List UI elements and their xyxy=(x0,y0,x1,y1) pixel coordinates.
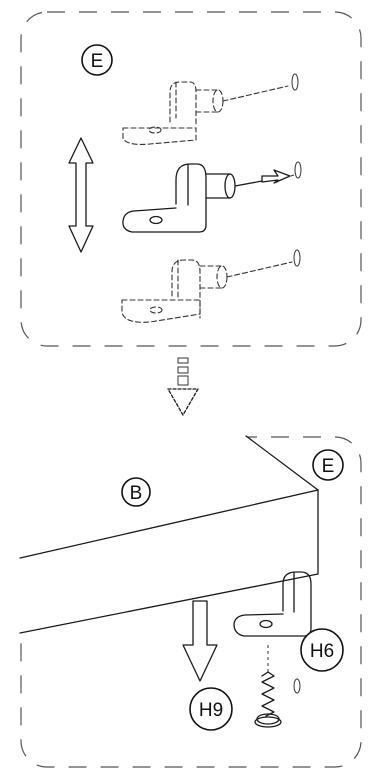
callout-label-b: B xyxy=(130,483,143,504)
dashed-down-arrow-icon xyxy=(167,357,199,416)
part-callout-b: B xyxy=(121,477,151,507)
part-callout-h9: H9 xyxy=(189,687,233,731)
part-callout-e-bottom: E xyxy=(312,449,344,481)
part-callout-h6: H6 xyxy=(300,628,344,672)
board-b xyxy=(16,435,319,634)
part-callout-e-top: E xyxy=(81,44,113,76)
callout-label-h6: H6 xyxy=(310,641,334,662)
top-panel: E xyxy=(20,11,362,347)
bottom-panel: B E H6 xyxy=(16,435,362,768)
pilot-hole xyxy=(293,678,301,694)
up-down-double-arrow-icon xyxy=(68,137,94,253)
top-panel-border xyxy=(20,11,362,347)
bracket-ghost-upper xyxy=(122,73,299,145)
hollow-down-arrow-icon xyxy=(182,600,218,682)
callout-label-h9: H9 xyxy=(199,700,223,721)
callout-label-e: E xyxy=(322,456,335,477)
callout-label: E xyxy=(91,51,104,72)
bracket-solid-middle xyxy=(122,161,302,233)
bracket-ghost-lower xyxy=(121,249,301,323)
screw-h9 xyxy=(254,645,282,728)
callout-circle xyxy=(81,44,113,76)
